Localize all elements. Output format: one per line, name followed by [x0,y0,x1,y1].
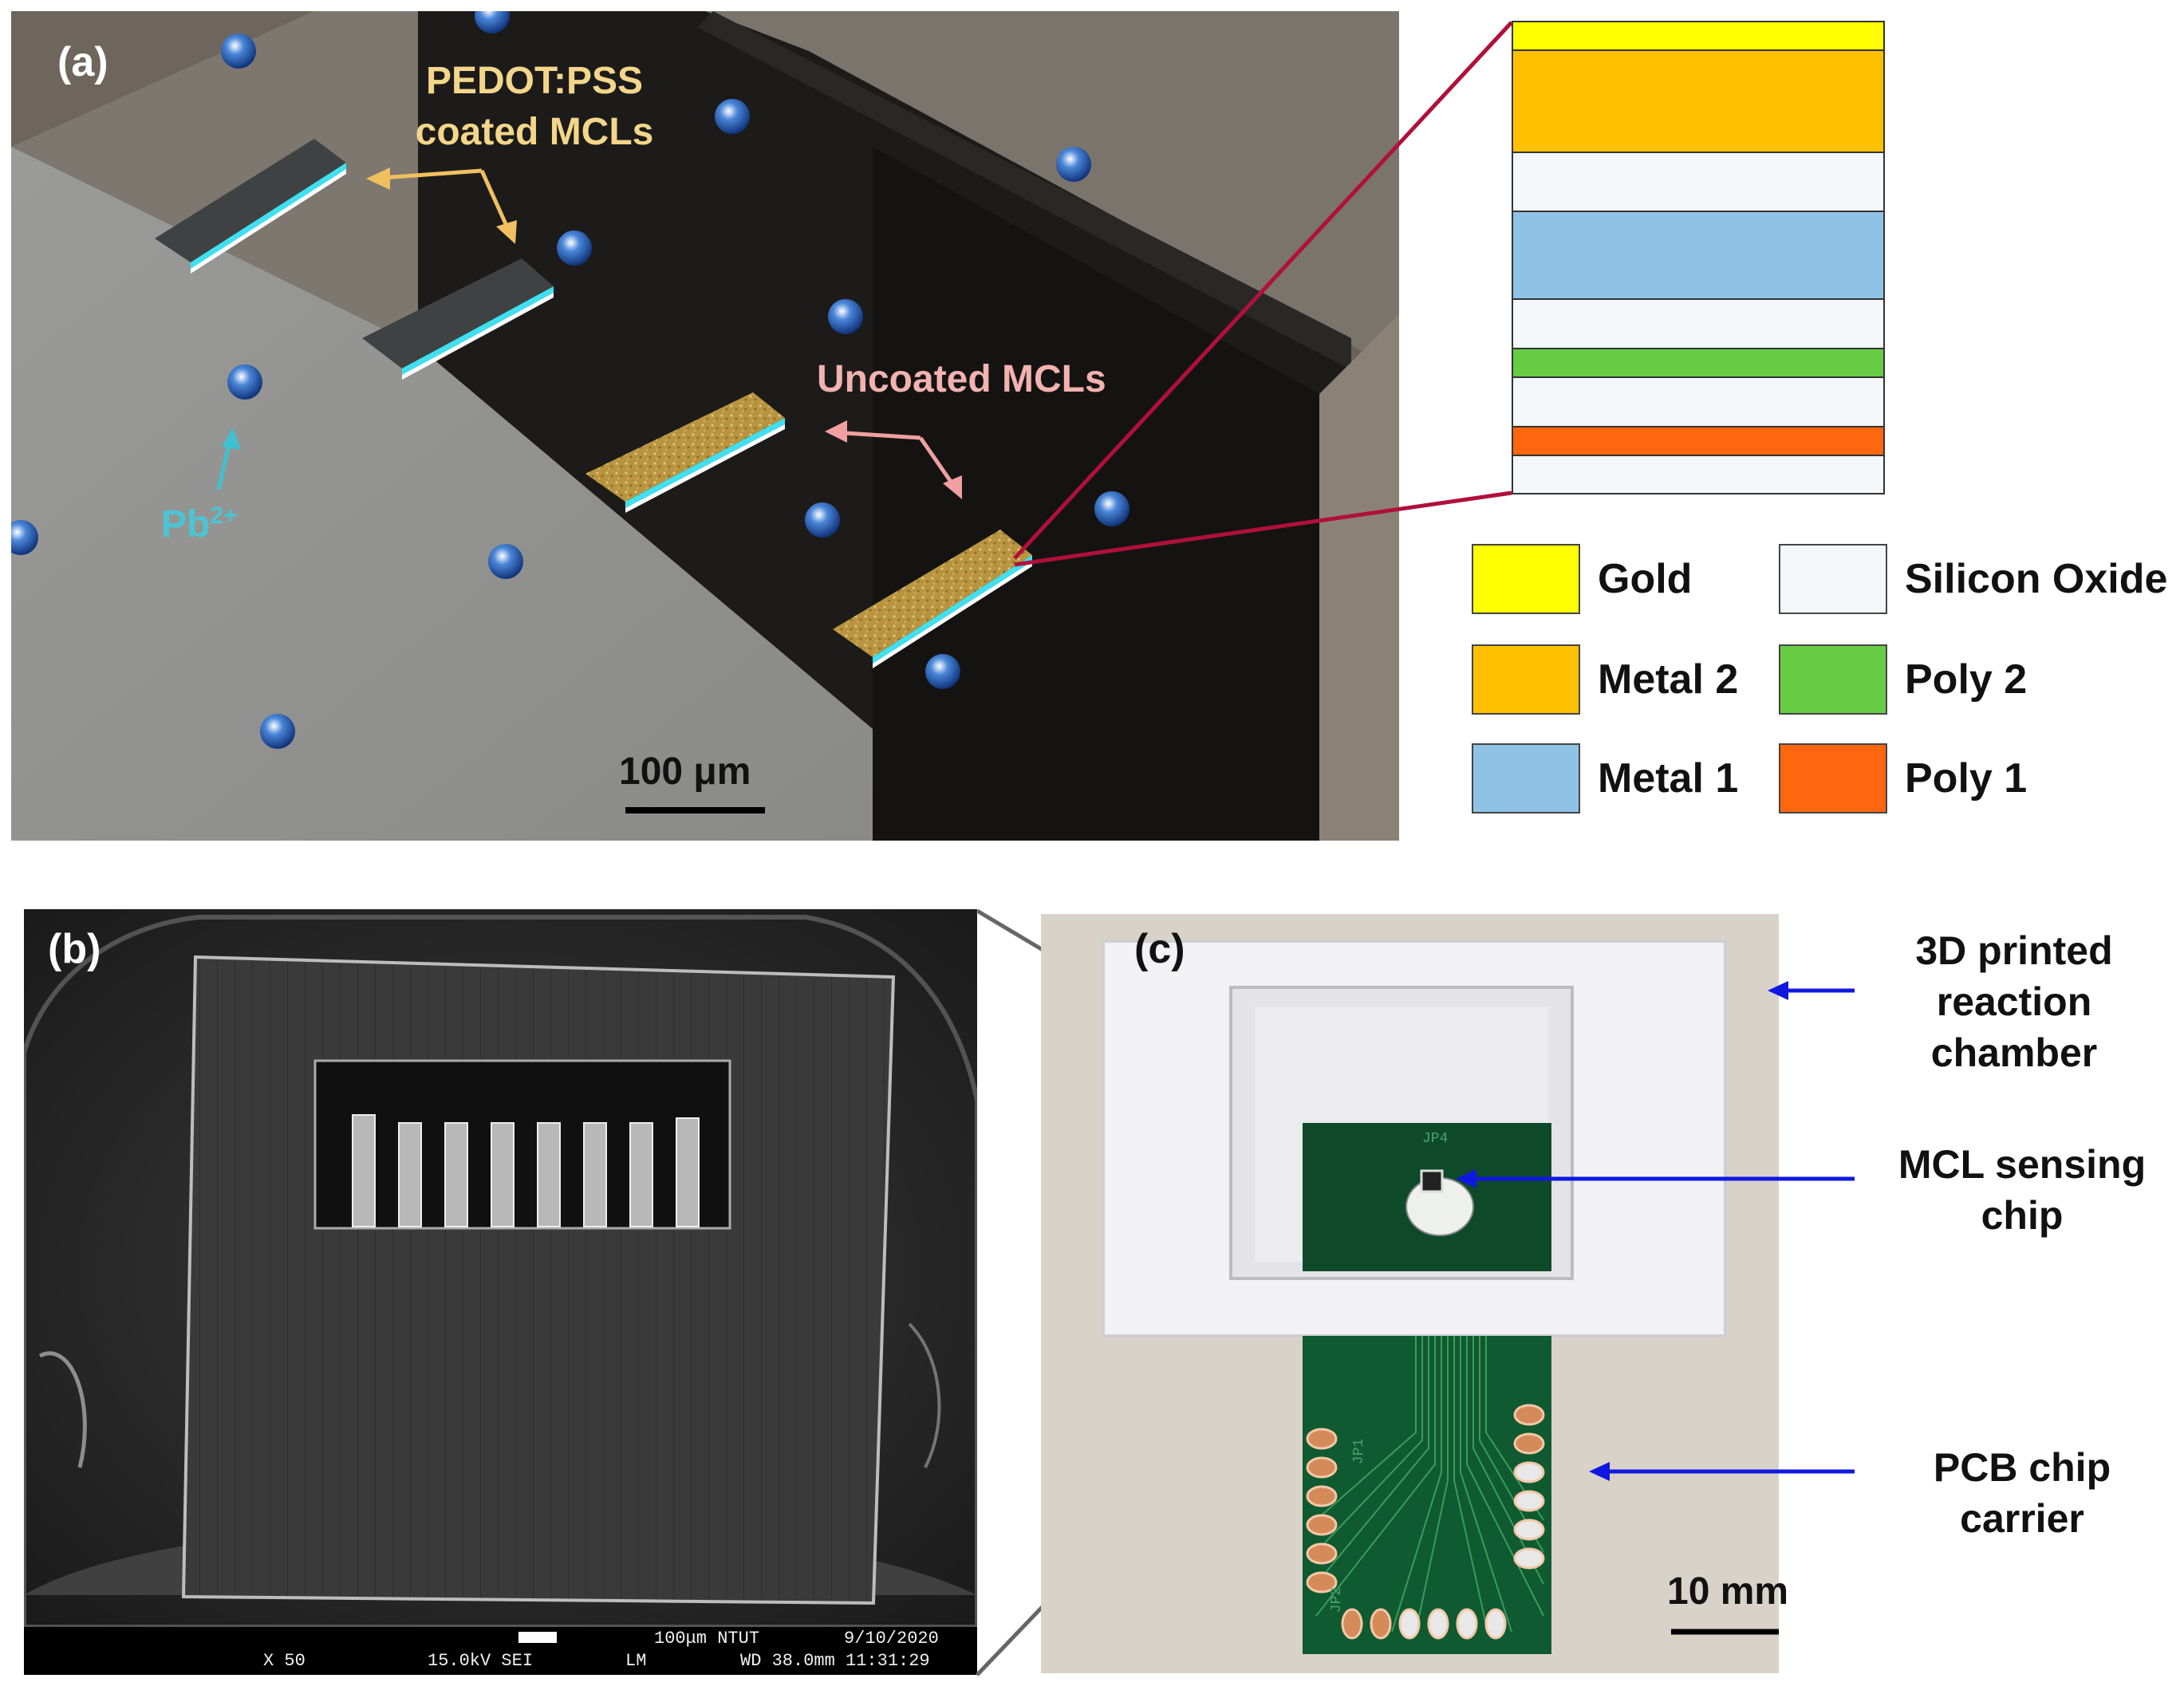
panel-a-illustration [11,11,1399,841]
legend-swatch-poly-2 [1779,644,1887,715]
label-reaction-chamber: 3D printed reaction chamber [1915,928,2113,1075]
sem-cantilevers [352,1114,700,1227]
legend-label-gold: Gold [1598,556,1693,602]
layer-stack [1512,21,1885,494]
legend-label-poly-1: Poly 1 [1905,755,2028,802]
coated-cantilever-1 [155,139,346,274]
legend-label-poly-2: Poly 2 [1905,656,2028,703]
layer-oxide-2 [1513,300,1883,349]
device-photo [1041,914,1779,1673]
pb-ions [11,11,1129,749]
layer-metal-1 [1513,212,1883,300]
ion-charge: 2+ [210,502,238,529]
pedot-label-line2: coated MCLs [415,111,654,153]
layer-poly-1 [1513,427,1883,456]
legend-swatch-metal-1 [1472,743,1580,813]
uncoated-arrows [825,420,962,499]
zoom-connector-lines [1013,21,1513,567]
layer-metal-2 [1513,51,1883,153]
layer-gold [1513,22,1883,51]
pedot-label: PEDOT:PSS coated MCLs [375,56,694,158]
legend-swatch-gold [1472,544,1580,614]
pcb-traces [1315,1336,1544,1633]
layer-poly-2 [1513,349,1883,378]
legend-label-silicon-oxide: Silicon Oxide [1905,556,2168,602]
legend-swatch-poly-1 [1779,743,1887,813]
ion-arrow [216,427,241,490]
coated-cantilever-2 [362,258,554,380]
label-mcl-sensing-chip: MCL sensing chip [1898,1142,2147,1238]
layer-oxide-3 [1513,378,1883,427]
scale-label-a: 100 μm [619,750,751,793]
pcb-pads [1306,1404,1545,1640]
sem-voltage: 15.0kV SEI [428,1651,534,1671]
sem-scale-text: 100μm NTUT [654,1629,760,1649]
blue-arrows [1456,981,1855,1481]
uncoated-label: Uncoated MCLs [817,358,1106,400]
legend-label-metal-1: Metal 1 [1598,755,1739,802]
sem-date: 9/10/2020 [844,1629,939,1649]
legend-swatch-metal-2 [1472,644,1580,715]
legend-label-metal-2: Metal 2 [1598,656,1739,703]
sem-working-distance: WD 38.0mm 11:31:29 [740,1651,930,1671]
uncoated-cantilever-2 [833,530,1032,668]
label-pcb-chip-carrier: PCB chip carrier [1933,1445,2111,1541]
ion-symbol: Pb [161,503,211,546]
panel-b-tag: (b) [48,926,101,972]
board-label-jp4: JP4 [1422,1131,1449,1147]
panel-a-tag: (a) [57,39,108,85]
sem-mode: LM [625,1651,647,1671]
legend-swatch-silicon-oxide [1779,544,1887,614]
uncoated-cantilever-1 [585,392,785,513]
sem-magnification: X 50 [263,1651,306,1671]
mcl-chip [1420,1169,1444,1193]
pedot-label-line1: PEDOT:PSS [425,60,644,102]
layer-oxide-4 [1513,456,1883,493]
ion-label: Pb2+ [161,502,238,546]
panel-c-tag: (c) [1134,926,1185,972]
pedot-arrows [366,167,517,244]
scale-label-c: 10 mm [1667,1570,1789,1613]
layer-oxide-1 [1513,153,1883,212]
sem-image [24,909,977,1675]
